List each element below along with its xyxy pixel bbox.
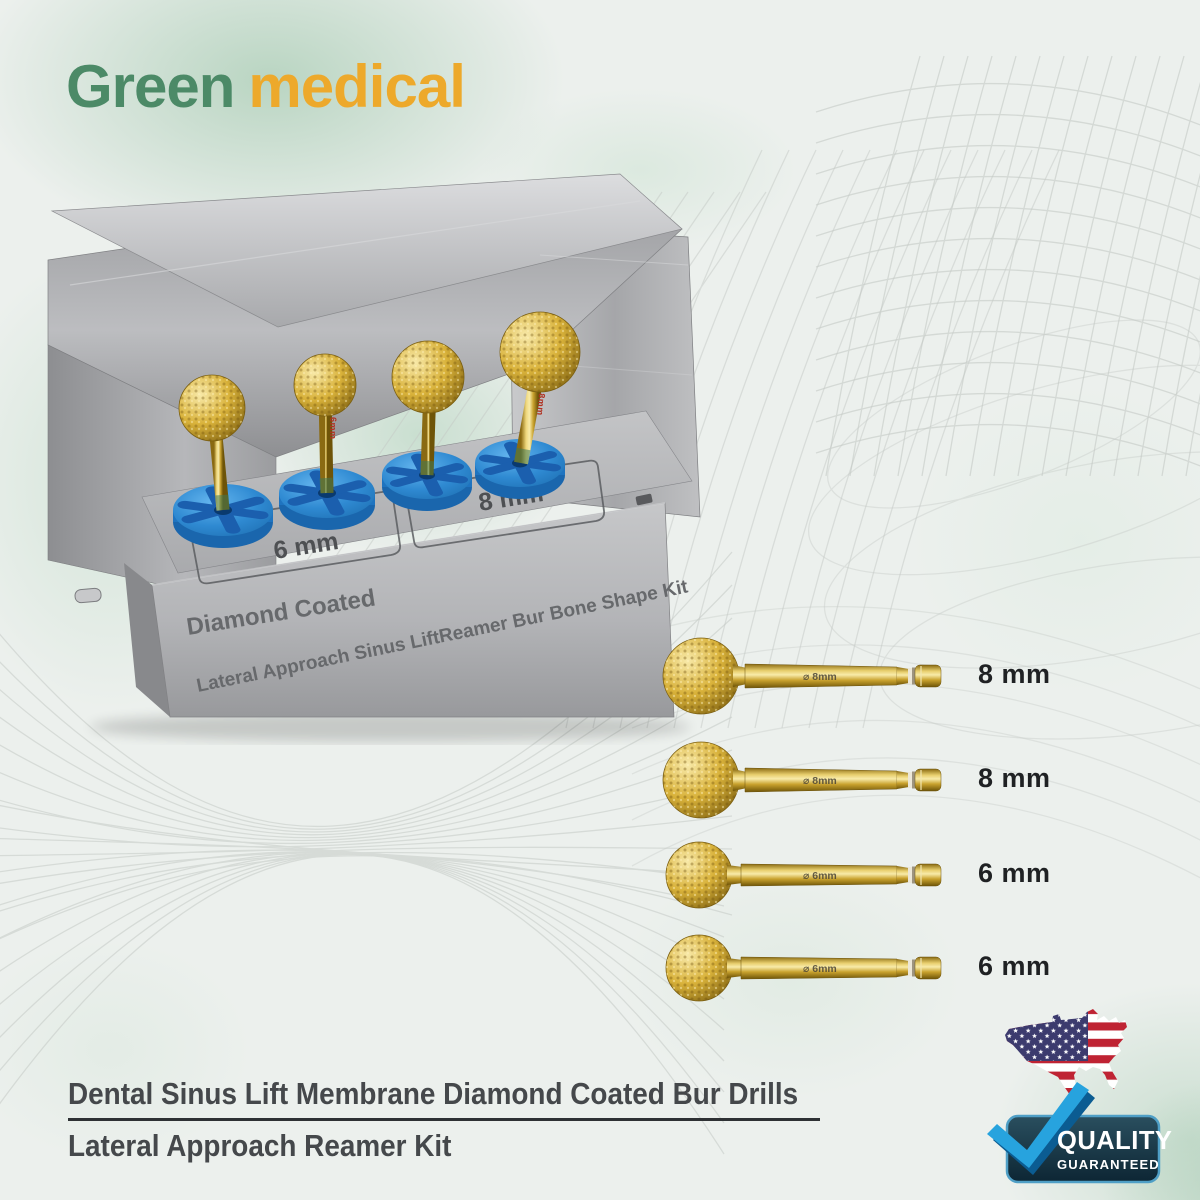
bur-shaft-mark: ⌀ 6mm (803, 870, 837, 882)
bur-size-label: 6 mm (978, 858, 1051, 888)
side-pin (74, 587, 102, 604)
bur-size-label: 8 mm (978, 763, 1051, 793)
bur-shaft-mark: ⌀ 8mm (803, 775, 837, 787)
bur-shaft-mark: ⌀ 8mm (803, 671, 837, 683)
brand-word-medical: medical (248, 53, 465, 120)
bur-kit-photo: 6 mm 8 mm Diamond Coated Lateral Approac… (47, 173, 701, 742)
title-underline (68, 1118, 820, 1121)
bur-illustration: ⌀ 6mm (665, 934, 942, 1002)
badge-text-guaranteed: GUARANTEED (1057, 1157, 1160, 1172)
bur-size-label: 6 mm (978, 951, 1051, 981)
warped-grid-pattern (815, 55, 1200, 477)
bur-item-2: ⌀ 8mm 8 mm (655, 725, 1135, 835)
bur-item-3: ⌀ 6mm 6 mm (655, 820, 1135, 930)
bur-illustration: ⌀ 6mm (665, 841, 942, 909)
bur-illustration: ⌀ 8mm (662, 637, 942, 715)
bur-size-label: 8 mm (978, 659, 1051, 689)
shaft-mark-red: 6mm (328, 417, 338, 440)
badge-text-quality: QUALITY (1057, 1127, 1172, 1155)
product-title: Dental Sinus Lift Membrane Diamond Coate… (68, 1076, 868, 1164)
bur-item-1: ⌀ 8mm 8 mm (655, 621, 1135, 731)
product-title-line1: Dental Sinus Lift Membrane Diamond Coate… (68, 1076, 799, 1111)
shaft-mark-red: 8mm (535, 393, 547, 416)
bur-illustration: ⌀ 8mm (662, 741, 942, 819)
product-title-line2: Lateral Approach Reamer Kit (68, 1128, 452, 1163)
quality-guaranteed-badge: QUALITY GUARANTEED (987, 1082, 1172, 1184)
bur-shaft-mark: ⌀ 6mm (803, 963, 837, 975)
brand-word-green: Green (66, 53, 235, 120)
